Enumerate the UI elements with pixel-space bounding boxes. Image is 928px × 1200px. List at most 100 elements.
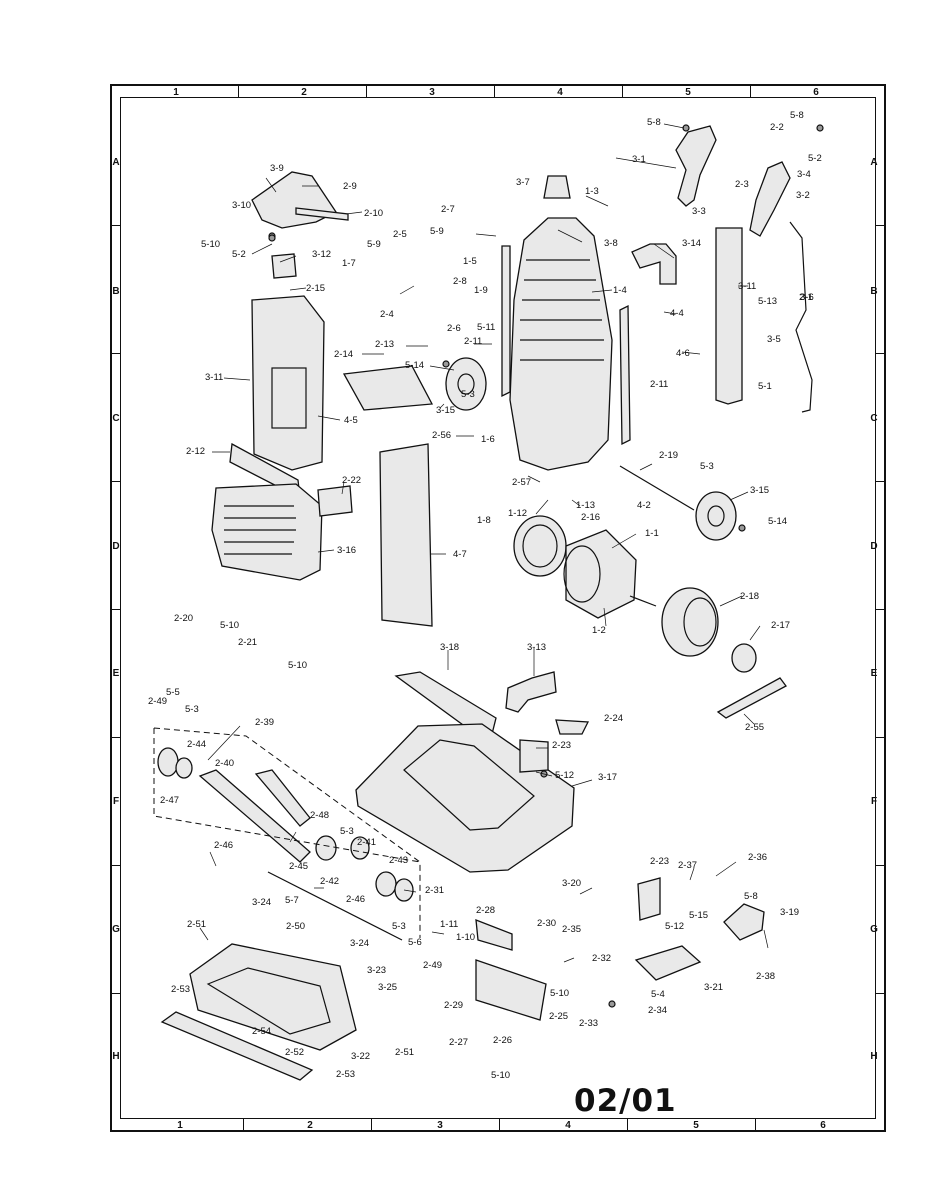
brushroll-part: [254, 769, 311, 827]
side-panel-part: [501, 245, 511, 398]
part-label: 2-17: [771, 620, 791, 631]
part-label: 1-2: [592, 625, 606, 636]
part-label: 2-37: [678, 860, 698, 871]
screw-part: [608, 1000, 616, 1008]
part-label: 2-14: [334, 349, 354, 360]
part-label: 5-8: [744, 891, 758, 902]
part-label: 3-14: [682, 238, 702, 249]
part-label: 3-2: [796, 190, 810, 201]
axle-part: [619, 465, 695, 511]
part-label: 2-46: [346, 894, 366, 905]
bracket-part: [555, 719, 590, 735]
motor-seal-inner: [522, 524, 558, 568]
bracket-part: [475, 959, 547, 1021]
part-label: 2-33: [579, 1018, 599, 1029]
part-label: 5-3: [185, 704, 199, 715]
part-label: 1-10: [456, 932, 476, 943]
part-label: 5-10: [220, 620, 240, 631]
part-label: 3-13: [527, 642, 547, 653]
part-label: 5-7: [285, 895, 299, 906]
bag-housing-part: [211, 483, 323, 581]
part-label: 4-6: [676, 348, 690, 359]
wheel-hub-part: [457, 373, 475, 395]
door-window-part: [271, 367, 307, 429]
part-label: 2-51: [187, 919, 207, 930]
fan-guard-part: [661, 587, 719, 657]
part-label: 3-6: [800, 292, 814, 303]
part-label: 3-24: [350, 938, 370, 949]
grid-row-label: C: [112, 413, 120, 424]
part-label: 2-9: [343, 181, 357, 192]
part-label: 3-7: [516, 177, 530, 188]
part-label: 5-10: [288, 660, 308, 671]
part-label: 2-24: [604, 713, 624, 724]
grid-row-label: H: [870, 1051, 878, 1062]
part-label: 2-50: [286, 921, 306, 932]
fan-guard-inner: [683, 597, 717, 647]
part-label: 5-8: [647, 117, 661, 128]
pedal-part: [723, 903, 765, 941]
part-label: 2-31: [425, 885, 445, 896]
part-label: 2-52: [285, 1047, 305, 1058]
part-label: 1-8: [477, 515, 491, 526]
part-label: 2-3: [735, 179, 749, 190]
grid-tick: [371, 1119, 372, 1132]
part-label: 5-14: [768, 516, 788, 527]
part-label: 1-7: [342, 258, 356, 269]
grid-column-label: 3: [429, 87, 435, 98]
handle-tube-part: [715, 227, 743, 405]
grid-row-label: F: [870, 796, 878, 807]
bracket-part: [519, 739, 549, 773]
bracket-part: [475, 919, 513, 951]
grid-tick: [876, 481, 886, 482]
part-label: 1-4: [613, 285, 627, 296]
part-label: 2-34: [648, 1005, 668, 1016]
grid-row-label: D: [112, 541, 120, 552]
brush-shaft-part: [267, 871, 403, 941]
grid-row-label: F: [112, 796, 120, 807]
part-label: 2-48: [310, 810, 330, 821]
part-label: 4-4: [670, 308, 684, 319]
part-label: 2-49: [423, 960, 443, 971]
grid-row-label: B: [112, 286, 120, 297]
brush-bearing-part: [375, 871, 397, 897]
part-label: 3-25: [378, 982, 398, 993]
part-label: 5-5: [166, 687, 180, 698]
brush-bearing-part: [350, 836, 370, 860]
part-label: 5-10: [550, 988, 570, 999]
part-label: 3-19: [780, 907, 800, 918]
grid-row-label: A: [870, 157, 878, 168]
part-label: 5-3: [392, 921, 406, 932]
part-label: 2-27: [449, 1037, 469, 1048]
part-label: 2-36: [748, 852, 768, 863]
grid-tick: [110, 353, 120, 354]
grid-column-label: 5: [685, 87, 691, 98]
part-label: 3-21: [704, 982, 724, 993]
part-label: 3-3: [692, 206, 706, 217]
main-body-part: [509, 217, 613, 471]
part-label: 5-3: [340, 826, 354, 837]
part-label: 2-15: [306, 283, 326, 294]
part-label: 2-16: [581, 512, 601, 523]
part-label: 2-25: [549, 1011, 569, 1022]
part-label: 2-4: [380, 309, 394, 320]
grid-row-label: G: [870, 924, 878, 935]
part-label: 2-49: [148, 696, 168, 707]
part-label: 2-26: [493, 1035, 513, 1046]
part-label: 3-15: [750, 485, 770, 496]
part-label: 5-13: [758, 296, 778, 307]
part-label: 5-3: [461, 389, 475, 400]
part-label: 3-11: [205, 372, 224, 383]
grid-tick: [110, 225, 120, 226]
part-label: 2-18: [740, 591, 760, 602]
part-label: 5-2: [808, 153, 822, 164]
part-label: 3-1: [632, 154, 646, 165]
part-label: 5-10: [201, 239, 221, 250]
grid-tick: [750, 85, 751, 98]
part-label: 5-3: [700, 461, 714, 472]
part-label: 3-15: [436, 405, 456, 416]
part-label: 1-12: [508, 508, 528, 519]
part-label: 3-23: [367, 965, 387, 976]
grid-column-label: 1: [177, 1120, 183, 1131]
